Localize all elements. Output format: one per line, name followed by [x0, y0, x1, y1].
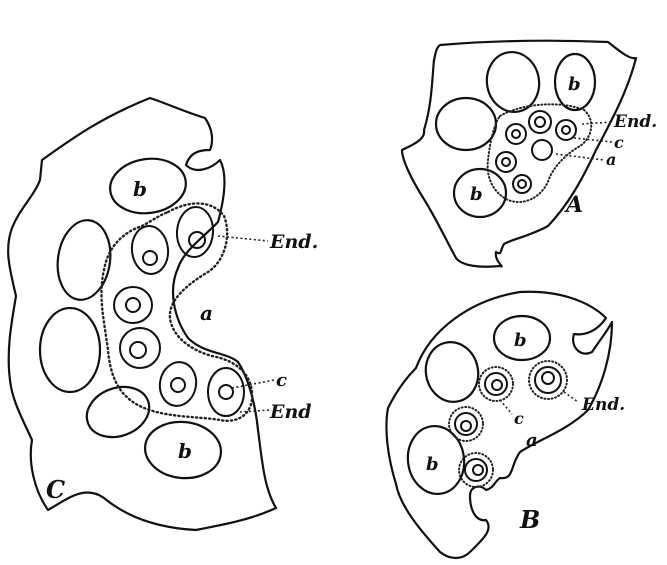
figure-c-cell-3 [114, 287, 152, 323]
figure-b-leader-c [500, 400, 512, 414]
figure-a-cell-3 [556, 120, 576, 140]
figure-a-leader-a [556, 154, 604, 160]
figure-a-nucleus-3 [562, 126, 570, 134]
figure-b-vessel-left [420, 337, 483, 407]
figure-b-cell-2 [535, 367, 561, 393]
figure-c-cell-6 [208, 368, 244, 416]
figure-b-label-a: a [526, 430, 538, 451]
figure-a-cell-1 [506, 124, 526, 144]
figure-c-nucleus-4 [130, 342, 146, 358]
figure-c-leader-end-top [218, 236, 268, 241]
figure-b-leader-end [564, 392, 578, 402]
figure-b: b b c a End. B [386, 292, 625, 558]
figure-a-nucleus-6 [518, 180, 526, 188]
figure-a-leader-c [574, 138, 612, 142]
figure-a-label-a: a [606, 150, 616, 169]
figure-a-vessel-left [436, 98, 496, 150]
figure-a-leader-end [582, 122, 612, 124]
figure-c-nucleus-3 [126, 298, 140, 312]
figure-c-nucleus-2 [189, 232, 205, 248]
figure-b-cell-1 [485, 373, 507, 395]
figure-c-label-b-top: b [133, 177, 147, 201]
figure-a-panel-letter: A [564, 192, 583, 218]
figure-a: b b End. c a A [402, 41, 657, 267]
figure-c-leader-end-bottom [240, 410, 270, 412]
figure-a-nucleus-5 [502, 158, 510, 166]
figure-b-label-b-left: b [426, 454, 439, 475]
figure-c-panel-letter: C [46, 475, 65, 504]
figure-a-nucleus-1 [512, 130, 520, 138]
figure-b-nucleus-2 [542, 372, 554, 384]
figure-c: b b a End. c End C [8, 98, 318, 530]
figure-a-cell-6 [513, 175, 531, 193]
figure-b-label-c: c [514, 409, 524, 428]
figure-b-nucleus-1 [492, 380, 502, 390]
figure-c-cell-5 [156, 359, 199, 409]
figure-a-label-b-top: b [568, 74, 581, 95]
figure-c-label-a: a [200, 301, 213, 325]
figure-b-label-b-top: b [514, 330, 527, 351]
figure-c-leader-c [232, 380, 274, 388]
figure-b-nucleus-4 [473, 465, 483, 475]
figure-b-label-end: End. [581, 395, 625, 415]
figure-c-vessel-left-2 [40, 308, 100, 392]
figure-a-label-end: End. [613, 112, 657, 132]
figure-c-nucleus-5 [171, 378, 185, 392]
figure-c-cell-4 [120, 328, 160, 368]
figure-c-nucleus-1 [143, 251, 157, 265]
figure-a-label-b-bottom: b [470, 184, 483, 205]
figure-c-label-end-bottom: End [269, 401, 312, 423]
figure-c-vessel-left-3 [80, 379, 157, 446]
figure-b-outline [386, 292, 612, 558]
figure-c-label-b-bottom: b [178, 439, 192, 463]
figure-c-outline [8, 98, 276, 530]
figure-a-cell-5 [496, 152, 516, 172]
figure-c-label-end-top: End. [269, 231, 318, 253]
figure-b-panel-letter: B [519, 505, 540, 534]
figure-c-label-c: c [276, 370, 287, 391]
figure-a-cell-2 [529, 111, 551, 133]
figure-b-nucleus-3 [461, 421, 471, 431]
figure-a-nucleus-2 [535, 117, 545, 127]
figure-c-nucleus-6 [219, 385, 233, 399]
figure-a-outline [402, 41, 636, 267]
figure-a-cell-4 [532, 140, 552, 160]
